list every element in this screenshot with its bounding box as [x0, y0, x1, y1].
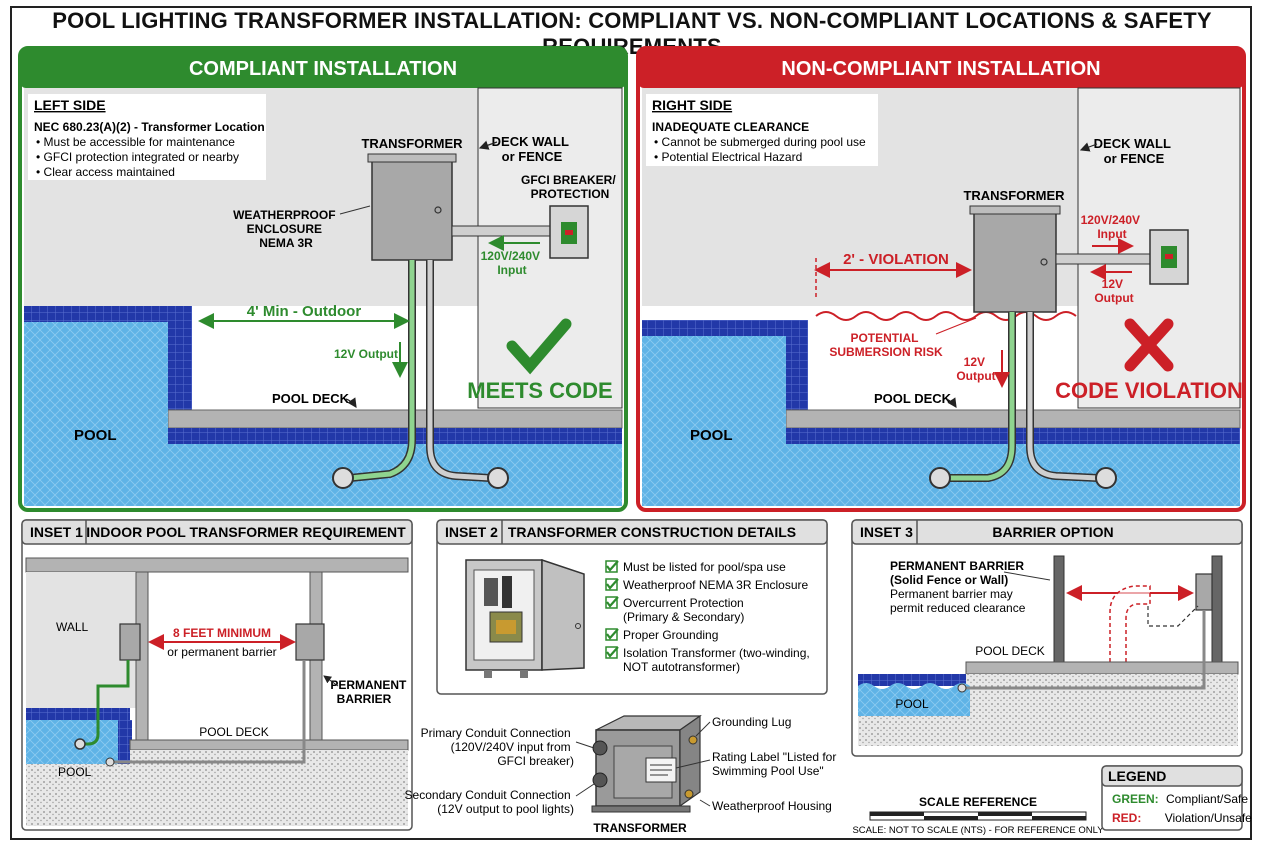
compliant-input-label: 120V/240V Input — [481, 249, 544, 277]
gfci-label: GFCI BREAKER/ PROTECTION — [521, 173, 619, 201]
check-text: Overcurrent Protection (Primary & Second… — [623, 596, 747, 624]
check-icon — [606, 578, 619, 590]
noncompliant-header: NON-COMPLIANT INSTALLATION — [781, 58, 1100, 80]
compliant-verdict: MEETS CODE — [467, 378, 612, 403]
noncompliant-bullet-2: • Potential Electrical Hazard — [654, 150, 802, 164]
inset1-right-transformer-icon — [295, 623, 325, 661]
transformer-caption: TRANSFORMER — [593, 821, 687, 835]
scale-title: SCALE REFERENCE — [919, 795, 1037, 809]
inset2-tag: INSET 2 — [445, 524, 498, 540]
noncompliant-gfci-icon — [1149, 229, 1189, 285]
check-text: Isolation Transformer (two-winding, NOT … — [623, 646, 813, 674]
check-text: Must be listed for pool/spa use — [623, 560, 786, 574]
noncompliant-panel: NON-COMPLIANT INSTALLATION RIGHT SIDE IN… — [636, 46, 1246, 512]
checkmark-icon — [506, 318, 572, 375]
check-item: Must be listed for pool/spa use — [605, 560, 786, 574]
check-icon — [606, 596, 619, 608]
check-icon — [606, 560, 619, 572]
weatherproof-housing-label: Weatherproof Housing — [712, 799, 832, 813]
legend-title: LEGEND — [1108, 768, 1166, 784]
inset3-barrier-wall — [1053, 555, 1065, 663]
inset1-distance-label: 8 FEET MINIMUM — [173, 626, 271, 640]
compliant-bullet-3: • Clear access maintained — [36, 165, 175, 179]
noncompliant-output-top-label: 12V Output — [1094, 277, 1133, 305]
inset1-left-transformer-icon — [119, 623, 141, 661]
inset1-pool-label: POOL — [58, 765, 92, 779]
check-icon — [606, 628, 619, 640]
noncompliant-pool-deck-label: POOL DECK — [874, 391, 952, 406]
submersion-risk-label: POTENTIAL SUBMERSION RISK — [829, 331, 943, 359]
noncompliant-verdict: CODE VIOLATION — [1055, 378, 1243, 403]
compliant-rule: NEC 680.23(A)(2) - Transformer Location — [34, 120, 265, 134]
inset3-pool-label: POOL — [895, 697, 929, 711]
compliant-transformer-icon — [371, 157, 453, 261]
check-item: Isolation Transformer (two-winding, NOT … — [605, 646, 813, 674]
scale-reference: SCALE REFERENCE SCALE: NOT TO SCALE (NTS… — [852, 795, 1104, 836]
grounding-lug-label: Grounding Lug — [712, 715, 791, 729]
transformer-detail-icon — [591, 714, 702, 813]
inset-2: INSET 2 TRANSFORMER CONSTRUCTION DETAILS… — [436, 519, 828, 695]
inset1-distance-sub: or permanent barrier — [167, 645, 276, 659]
primary-conduit-label: Primary Conduit Connection (120V/240V in… — [421, 726, 574, 768]
compliant-header: COMPLIANT INSTALLATION — [189, 58, 457, 80]
noncompliant-input-label: 120V/240V Input — [1081, 213, 1144, 241]
open-enclosure-icon — [465, 558, 585, 678]
compliant-pool-label: POOL — [74, 427, 117, 444]
check-item: Proper Grounding — [605, 628, 718, 642]
check-item: Overcurrent Protection (Primary & Second… — [605, 596, 747, 624]
noncompliant-transformer-label: TRANSFORMER — [963, 188, 1065, 203]
compliant-transformer-label: TRANSFORMER — [361, 136, 463, 151]
construction-checklist: Must be listed for pool/spa use Weatherp… — [605, 560, 813, 674]
violation-distance-label: 2' - VIOLATION — [843, 251, 949, 268]
compliant-deck-wall-label: DECK WALL or FENCE — [492, 134, 573, 164]
cross-icon — [1124, 318, 1174, 372]
noncompliant-rule: INADEQUATE CLEARANCE — [652, 120, 809, 134]
check-text: Proper Grounding — [623, 628, 718, 642]
legend-item-red: RED: Violation/Unsafe — [1112, 811, 1252, 825]
noncompliant-output-label: 12V Output — [956, 355, 995, 383]
inset1-wall-label: WALL — [56, 620, 89, 634]
noncompliant-transformer-icon — [973, 209, 1057, 313]
inset3-tag: INSET 3 — [860, 524, 913, 540]
inset2-title: TRANSFORMER CONSTRUCTION DETAILS — [508, 524, 796, 540]
compliant-bullet-2: • GFCI protection integrated or nearby — [36, 150, 239, 164]
rating-label-label: Rating Label "Listed for Swimming Pool U… — [712, 750, 840, 778]
inset3-title: BARRIER OPTION — [992, 524, 1113, 540]
noncompliant-side-label: RIGHT SIDE — [652, 97, 732, 113]
noncompliant-deck-wall-label: DECK WALL or FENCE — [1094, 136, 1175, 166]
compliant-output-label: 12V Output — [334, 347, 398, 361]
inset1-title: INDOOR POOL TRANSFORMER REQUIREMENT — [86, 524, 406, 540]
compliant-pool-deck-label: POOL DECK — [272, 391, 350, 406]
enclosure-label: WEATHERPROOF ENCLOSURE NEMA 3R — [233, 208, 339, 250]
inset1-barrier-label: PERMANENT BARRIER — [330, 678, 409, 706]
inset1-pool-deck-label: POOL DECK — [199, 725, 269, 739]
transformer-detail: Primary Conduit Connection (120V/240V in… — [405, 714, 840, 835]
inset3-barrier-label: PERMANENT BARRIER (Solid Fence or Wall) … — [890, 559, 1027, 615]
inset-3: INSET 3 BARRIER OPTION PERMANENT BARRIER… — [851, 519, 1243, 757]
secondary-conduit-label: Secondary Conduit Connection (12V output… — [405, 788, 574, 816]
compliant-side-label: LEFT SIDE — [34, 97, 106, 113]
noncompliant-pool-label: POOL — [690, 427, 733, 444]
compliant-panel: COMPLIANT INSTALLATION LEFT SIDE NEC 680… — [18, 46, 628, 512]
check-item: Weatherproof NEMA 3R Enclosure — [605, 578, 809, 592]
scale-note: SCALE: NOT TO SCALE (NTS) - FOR REFERENC… — [852, 825, 1104, 836]
inset3-transformer-icon — [1195, 573, 1213, 611]
legend: LEGEND GREEN: Compliant/Safe RED: Violat… — [1101, 765, 1252, 831]
check-text: Weatherproof NEMA 3R Enclosure — [623, 578, 809, 592]
check-icon — [606, 646, 619, 658]
noncompliant-bullet-1: • Cannot be submerged during pool use — [654, 135, 866, 149]
inset3-pool-deck-label: POOL DECK — [975, 644, 1045, 658]
inset1-tag: INSET 1 — [30, 524, 83, 540]
legend-item-green: GREEN: Compliant/Safe — [1112, 792, 1248, 806]
compliant-bullet-1: • Must be accessible for maintenance — [36, 135, 235, 149]
inset-1: INSET 1 INDOOR POOL TRANSFORMER REQUIREM… — [21, 519, 413, 831]
compliant-distance-label: 4' Min - Outdoor — [247, 303, 362, 320]
